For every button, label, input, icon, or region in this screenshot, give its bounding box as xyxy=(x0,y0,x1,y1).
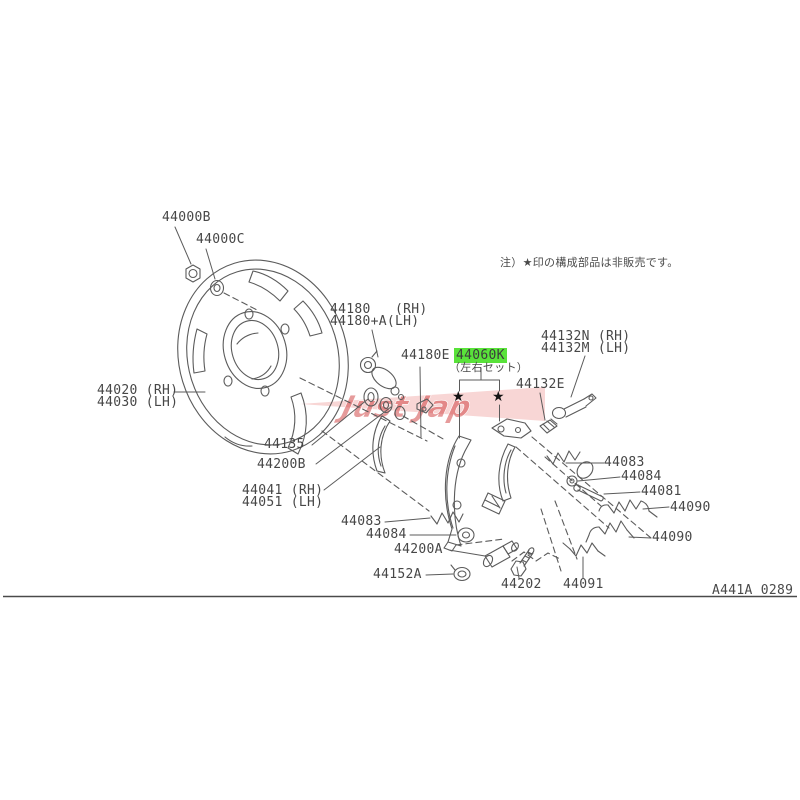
adjuster-lever-drawing xyxy=(551,393,597,420)
nut-and-washer-drawing xyxy=(185,264,225,297)
drawing-code: A441A 0289 xyxy=(712,583,794,598)
construction-lines xyxy=(223,292,652,572)
part-label-44132n: 44132N (RH) xyxy=(541,329,631,344)
part-label-44060k: 44060K xyxy=(454,348,507,363)
leader-lines xyxy=(173,226,670,579)
part-label-44132m: 44132M (LH) xyxy=(541,341,631,356)
part-label-44200a: 44200A xyxy=(394,542,443,557)
part-label-44180e: 44180E xyxy=(401,348,450,363)
hold-pin-washers-drawing xyxy=(363,387,406,421)
part-label-44200b: 44200B xyxy=(257,457,306,472)
star-marker-right: ★ xyxy=(492,389,505,405)
part-label-44083-right: 44083 xyxy=(604,455,645,470)
part-label-44152a: 44152A xyxy=(373,567,422,582)
springs-and-pin-drawing xyxy=(546,450,658,543)
part-label-44091: 44091 xyxy=(563,577,604,592)
note-star-parts: 注）★印の構成部品は非販売です。 xyxy=(500,256,679,269)
part-label-44090-upper: 44090 xyxy=(670,500,711,515)
part-label-44084-left: 44084 xyxy=(366,527,407,542)
part-label-44041: 44041 (RH) xyxy=(242,483,324,498)
part-label-44180-rh: 44180 (RH) xyxy=(330,302,428,317)
part-label-44000c: 44000C xyxy=(196,232,245,247)
part-label-44132e: 44132E xyxy=(516,377,565,392)
star-marker-left: ★ xyxy=(452,389,465,405)
watermark-swoosh xyxy=(300,387,545,421)
part-label-44180-lh: 44180+A(LH) xyxy=(330,314,420,329)
part-label-44000b: 44000B xyxy=(162,210,211,225)
part-label-44202: 44202 xyxy=(501,577,542,592)
brake-shoe-left-drawing xyxy=(443,435,472,552)
shoe-return-spring-lower-drawing xyxy=(430,511,475,543)
shoe-toggle-lever-drawing xyxy=(372,398,434,474)
part-label-44135: 44135 xyxy=(264,437,305,452)
part-label-44090-lower: 44090 xyxy=(652,530,693,545)
part-label-44060k-note: （左右セット） xyxy=(449,361,529,374)
part-label-44083-left: 44083 xyxy=(341,514,382,529)
part-highlight-44060k: 44060K xyxy=(454,348,507,363)
part-label-44081: 44081 xyxy=(641,484,682,499)
part-label-44030: 44030 (LH) xyxy=(97,395,179,410)
wheel-cylinder-drawing xyxy=(359,350,405,401)
backplate-drawing xyxy=(177,259,349,455)
bolts-drawing xyxy=(450,540,606,582)
part-label-44020: 44020 (RH) xyxy=(97,383,179,398)
brake-shoe-right-drawing xyxy=(481,418,532,515)
part-label-44084-right: 44084 xyxy=(621,469,662,484)
part-label-44051: 44051 (LH) xyxy=(242,495,324,510)
adjuster-plug-drawing xyxy=(539,418,558,434)
